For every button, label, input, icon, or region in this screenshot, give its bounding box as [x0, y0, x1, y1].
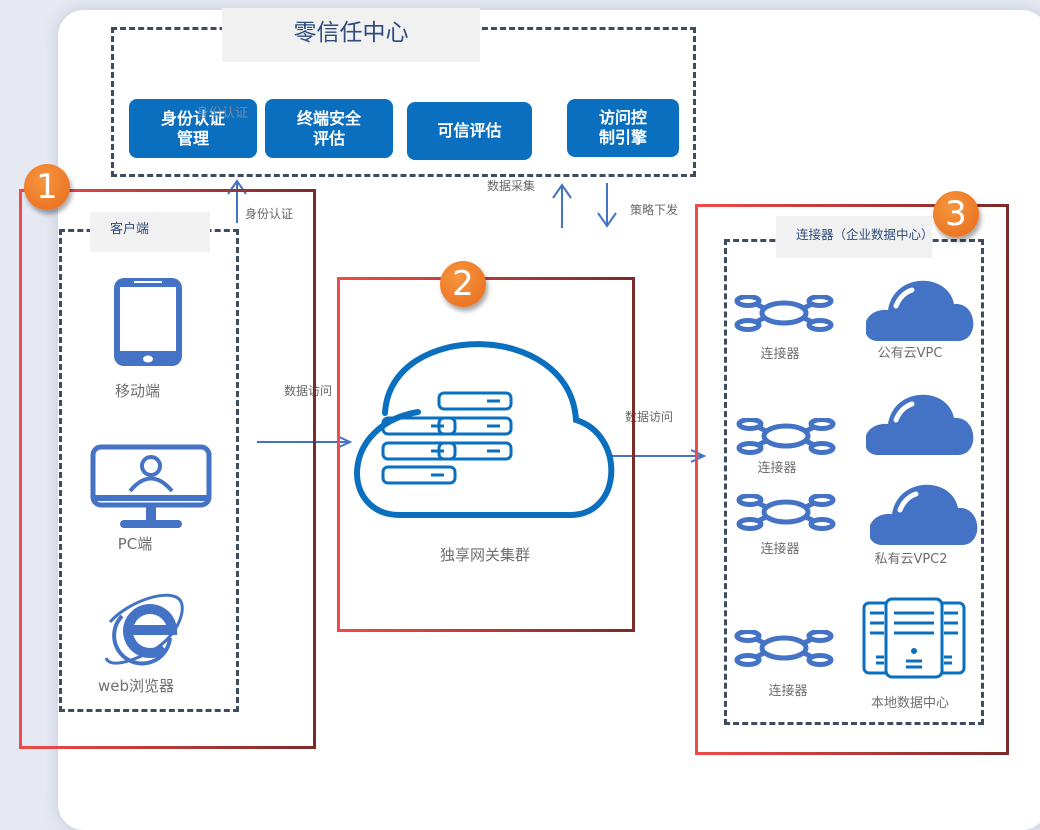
client-title: 客户端 — [110, 222, 150, 237]
badge-1: 1 — [24, 164, 70, 210]
cloud-icon-private-vpc2 — [870, 480, 978, 546]
target-label-private-vpc2: 私有云VPC2 — [874, 552, 948, 567]
overlay-identity-label: 身份认证 — [196, 106, 249, 121]
data-center-icon — [862, 597, 966, 679]
data-access-right-label: 数据访问 — [625, 410, 674, 424]
zero-trust-center-title-bg: 零信任中心 — [222, 8, 480, 62]
connector-icon-1 — [734, 295, 836, 333]
zero-trust-center-title: 零信任中心 — [293, 20, 409, 46]
gateway-cluster-label: 独享网关集群 — [439, 546, 530, 564]
connector-label-3: 连接器 — [760, 542, 800, 557]
client-label-pc: PC端 — [117, 535, 153, 553]
target-label-public-vpc: 公有云VPC — [877, 346, 943, 361]
policy-push-arrowhead — [597, 212, 617, 228]
badge-3: 3 — [933, 191, 979, 237]
connector-icon-3 — [736, 494, 838, 532]
client-title-bg: 客户端 — [90, 212, 210, 252]
client-label-mobile: 移动端 — [114, 382, 160, 400]
badge-2: 2 — [440, 261, 486, 307]
pc-monitor-icon — [90, 444, 212, 528]
connector-icon-2 — [736, 418, 838, 456]
module-access-control-engine[interactable]: 访问控 制引擎 — [567, 99, 679, 157]
connector-label-4: 连接器 — [768, 684, 808, 699]
target-label-local-datacenter: 本地数据中心 — [870, 696, 949, 711]
cloud-icon-2 — [866, 390, 974, 456]
data-collection-label: 数据采集 — [487, 179, 536, 193]
connector-title: 连接器（企业数据中心） — [796, 227, 934, 242]
cloud-server-icon — [354, 341, 615, 518]
connector-label-1: 连接器 — [760, 347, 800, 362]
web-browser-icon — [104, 593, 184, 666]
cloud-icon-public-vpc — [866, 276, 974, 342]
client-label-web: web浏览器 — [97, 677, 175, 695]
section2-box — [337, 277, 635, 632]
connector-icon-4 — [734, 630, 836, 668]
policy-push-label: 策略下发 — [630, 203, 679, 217]
module-endpoint-security[interactable]: 终端安全 评估 — [265, 99, 393, 158]
connector-title-bg: 连接器（企业数据中心） — [776, 216, 934, 258]
module-trust-evaluation[interactable]: 可信评估 — [407, 102, 532, 160]
connector-label-2: 连接器 — [757, 461, 797, 476]
data-collection-arrowhead — [552, 183, 572, 199]
mobile-phone-icon — [114, 278, 182, 366]
module-identity-management[interactable]: 身份认证 管理 — [129, 99, 257, 158]
